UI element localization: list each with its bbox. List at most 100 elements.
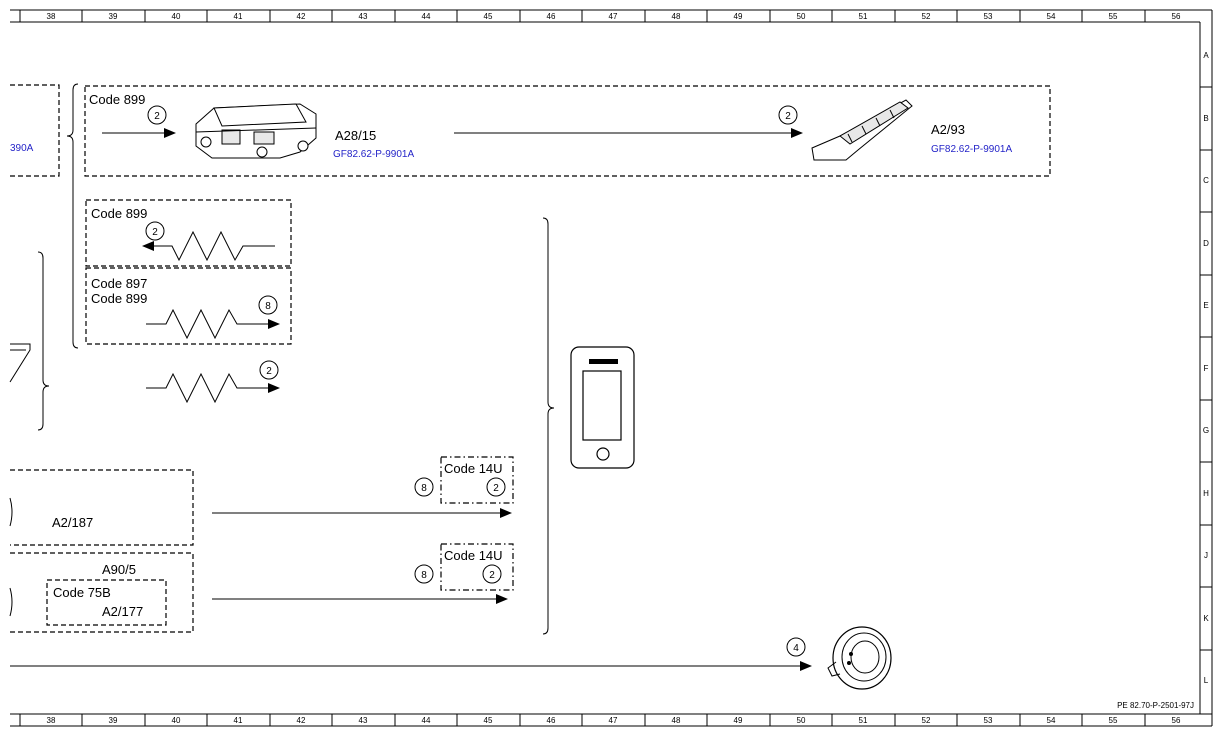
- drawing-frame: [10, 9, 1213, 727]
- signal-2-to-a2-93-num: 2: [785, 111, 791, 122]
- row-K: K: [1203, 614, 1209, 623]
- col-47-bottom: 47: [609, 716, 618, 725]
- doc-id: PE 82.70-P-2501-97J: [1117, 701, 1194, 710]
- col-52: 52: [922, 12, 931, 21]
- col-38: 38: [47, 12, 56, 21]
- row-F: F: [1204, 364, 1209, 373]
- row-E: E: [1203, 301, 1208, 310]
- col-40-bottom: 40: [172, 716, 181, 725]
- row-D: D: [1203, 239, 1209, 248]
- code-14u-bottom-signal-b: 2: [489, 570, 495, 581]
- a2-177-label: A2/177: [102, 604, 143, 619]
- code-14u-top-signal-b: 2: [493, 483, 499, 494]
- col-50: 50: [797, 12, 806, 21]
- col-56-bottom: 56: [1172, 716, 1181, 725]
- col-48-bottom: 48: [672, 716, 681, 725]
- col-49: 49: [734, 12, 743, 21]
- signal-2-to-a2-93: 2: [454, 105, 803, 138]
- col-39: 39: [109, 12, 118, 21]
- a28-15-label: A28/15: [335, 128, 376, 143]
- code-75b-label: Code 75B: [53, 585, 111, 600]
- a2-93-label: A2/93: [931, 122, 965, 137]
- arrow-a90-5: [212, 594, 508, 604]
- a2-187-label: A2/187: [52, 515, 93, 530]
- a90-5-label: A90/5: [102, 562, 136, 577]
- wireless-plain-signal: 2: [266, 366, 272, 377]
- col-39-bottom: 39: [109, 716, 118, 725]
- col-47: 47: [609, 12, 618, 21]
- col-50-bottom: 50: [797, 716, 806, 725]
- a2-187-box: A2/187: [9, 469, 194, 546]
- code-14u-bottom-label: Code 14U: [444, 548, 503, 563]
- col-52-bottom: 52: [922, 716, 931, 725]
- col-41-bottom: 41: [234, 716, 243, 725]
- arrow-a2-187: [212, 508, 512, 518]
- col-41: 41: [234, 12, 243, 21]
- a28-15-ref: GF82.62-P-9901A: [333, 149, 414, 160]
- row-letters: A B C D E F G H J K L: [1203, 51, 1209, 685]
- signal-2-to-a28-num: 2: [154, 111, 160, 122]
- col-46-bottom: 46: [547, 716, 556, 725]
- col-55: 55: [1109, 12, 1118, 21]
- left-brace-lower: [37, 251, 50, 431]
- col-44: 44: [422, 12, 431, 21]
- speaker-icon: [827, 626, 892, 690]
- row-G: G: [1203, 426, 1209, 435]
- code-14u-top-signal-a: 8: [421, 483, 427, 494]
- row-B: B: [1203, 114, 1208, 123]
- col-54: 54: [1047, 12, 1056, 21]
- left-brace-upper: [66, 83, 79, 349]
- col-55-bottom: 55: [1109, 716, 1118, 725]
- a28-15-control-unit-image: [195, 103, 317, 159]
- wireless-899-code: Code 899: [91, 206, 147, 221]
- row-ticks: [1200, 86, 1212, 651]
- row-L: L: [1204, 676, 1209, 685]
- col-48: 48: [672, 12, 681, 21]
- column-numbers-top: 38 39 40 41 42 43 44 45 46 47 48 49 50 5…: [47, 12, 1181, 21]
- code-14u-top-label: Code 14U: [444, 461, 503, 476]
- code-899-top-box: Code 899: [84, 85, 1051, 177]
- col-43-bottom: 43: [359, 716, 368, 725]
- col-54-bottom: 54: [1047, 716, 1056, 725]
- col-51-bottom: 51: [859, 716, 868, 725]
- col-49-bottom: 49: [734, 716, 743, 725]
- code-14u-top: Code 14U 8 2: [414, 456, 514, 504]
- speaker-signal: 4: [793, 643, 799, 654]
- column-numbers-bottom: 38 39 40 41 42 43 44 45 46 47 48 49 50 5…: [47, 716, 1181, 725]
- col-44-bottom: 44: [422, 716, 431, 725]
- wireless-899-code-2: Code 899: [91, 291, 147, 306]
- a2-93-ref: GF82.62-P-9901A: [931, 144, 1012, 155]
- col-38-bottom: 38: [47, 716, 56, 725]
- row-H: H: [1203, 489, 1209, 498]
- right-brace: [542, 217, 555, 635]
- a2-93-antenna-image: [811, 99, 913, 161]
- col-42-bottom: 42: [297, 716, 306, 725]
- a90-5-box: A90/5 Code 75B A2/177: [9, 552, 194, 633]
- col-42: 42: [297, 12, 306, 21]
- code-14u-bottom: Code 14U 8 2: [414, 543, 514, 591]
- code-899-top-label: Code 899: [89, 92, 145, 107]
- col-45: 45: [484, 12, 493, 21]
- mobile-phone-icon: [570, 346, 635, 469]
- col-46: 46: [547, 12, 556, 21]
- column-ticks: [19, 10, 1146, 726]
- row-C: C: [1203, 176, 1209, 185]
- col-53-bottom: 53: [984, 716, 993, 725]
- signal-2-to-a28: 2: [102, 105, 176, 138]
- col-40: 40: [172, 12, 181, 21]
- wireless-897-code: Code 897: [91, 276, 147, 291]
- left-partial-ref: 390A: [10, 143, 34, 154]
- wireless-899-signal: 2: [152, 227, 158, 238]
- col-51: 51: [859, 12, 868, 21]
- left-partial-box: 390A: [10, 84, 60, 177]
- wireless-plain: 2: [146, 360, 280, 404]
- arrow-to-speaker: 4: [10, 637, 812, 671]
- col-56: 56: [1172, 12, 1181, 21]
- wireless-897-899-signal: 8: [265, 301, 271, 312]
- code-14u-bottom-signal-a: 8: [421, 570, 427, 581]
- row-J: J: [1204, 551, 1208, 560]
- left-partial-device: [9, 343, 31, 383]
- wireless-897-899-box: Code 897 Code 899 8: [85, 267, 292, 345]
- col-53: 53: [984, 12, 993, 21]
